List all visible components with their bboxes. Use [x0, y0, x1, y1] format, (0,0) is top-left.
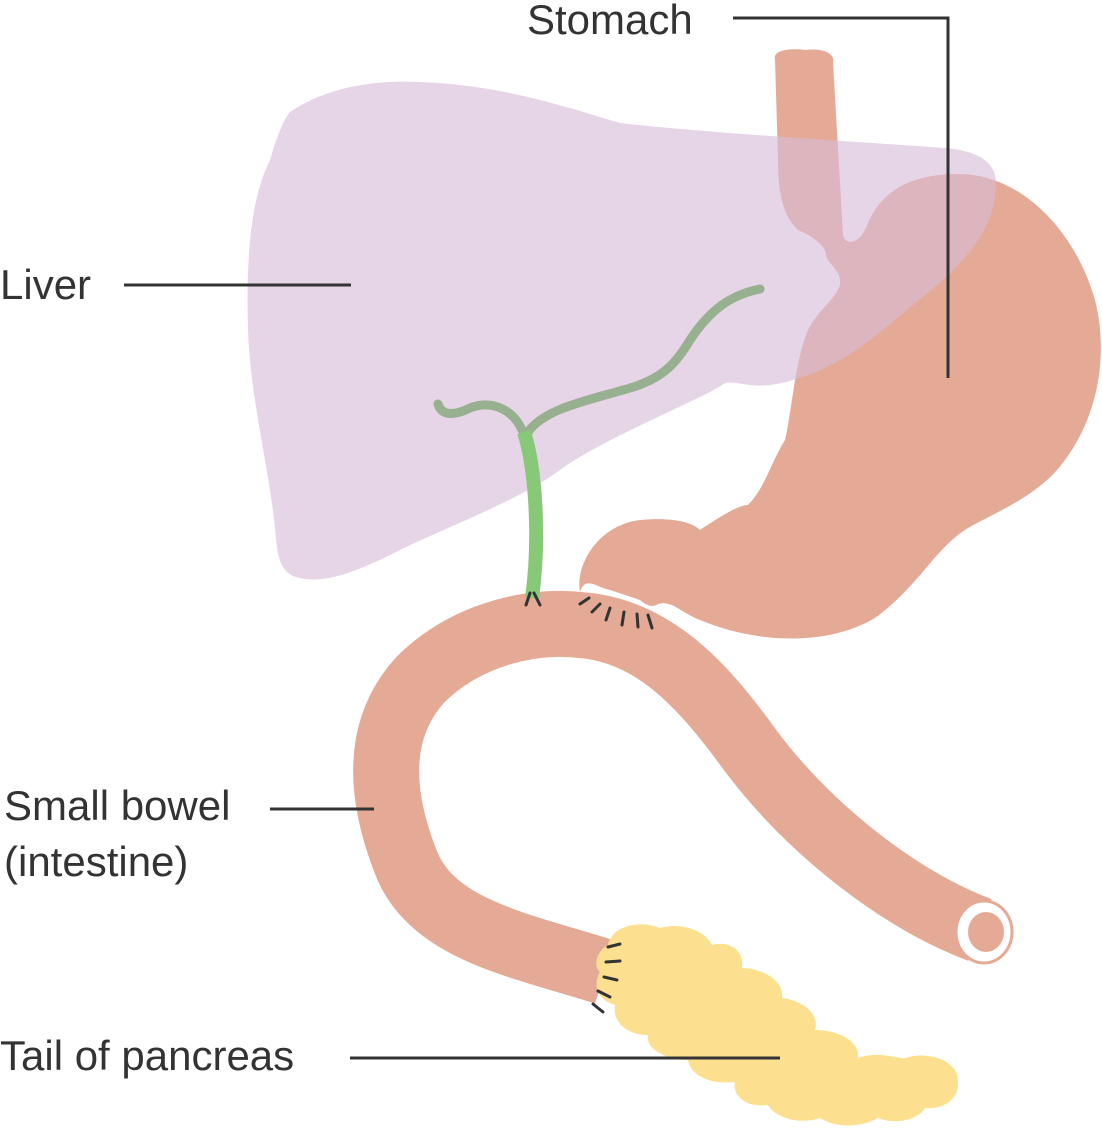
liver-label: Liver — [0, 261, 91, 308]
suture-marks-bile — [524, 591, 542, 607]
pancreas-body — [596, 924, 959, 1126]
small-bowel-shape — [353, 590, 1014, 1004]
suture-marks-pancreas — [591, 942, 622, 1014]
liver-shape — [247, 81, 997, 580]
small-bowel-tube — [353, 590, 993, 1004]
liver-body — [247, 81, 997, 580]
pancreas-shape — [596, 924, 959, 1126]
stomach-leader-line — [733, 16, 950, 378]
bile-duct-right-branch — [523, 284, 765, 437]
stomach-label: Stomach — [527, 0, 693, 43]
small-bowel-sublabel: (intestine) — [4, 838, 188, 885]
pancreas-label: Tail of pancreas — [0, 1032, 294, 1079]
common-bile-duct — [517, 429, 544, 599]
bile-duct-left-branch — [433, 399, 527, 435]
small-bowel-lumen — [968, 912, 1004, 952]
bile-duct-shape — [433, 284, 765, 599]
small-bowel-label: Small bowel — [4, 782, 230, 829]
suture-marks-stomach — [578, 596, 654, 630]
